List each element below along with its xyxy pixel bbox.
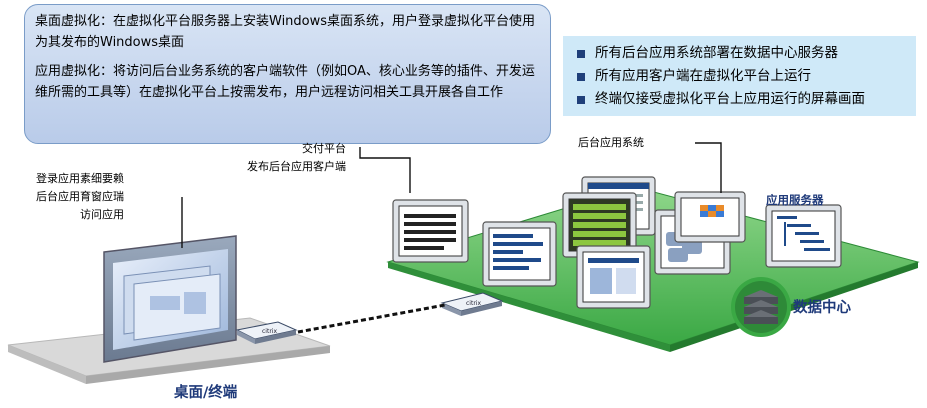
connection-line: [297, 303, 446, 334]
app-window-2: [482, 221, 557, 287]
pointer-lines: [181, 142, 722, 248]
bullet-item: 所有后台应用系统部署在数据中心服务器: [571, 42, 908, 65]
bullet-square-icon: [577, 72, 585, 81]
delivery-platform-label: 交付平台 发布后台应用客户端: [247, 142, 346, 173]
app-virtualization-text: 应用虚拟化：将访问后台业务系统的客户端软件（例如OA、核心业务等的插件、开发运维…: [35, 64, 535, 100]
svg-text:citrix: citrix: [466, 300, 481, 307]
app-window-6: [674, 191, 746, 243]
virtualization-callout: 桌面虚拟化：在虚拟化平台服务器上安装Windows桌面系统，用户登录虚拟化平台使…: [24, 4, 551, 144]
thin-client-device: citrix: [235, 321, 298, 344]
network-device: citrix: [440, 292, 504, 316]
bullet-square-icon: [577, 49, 585, 58]
summary-bullets: 所有后台应用系统部署在数据中心服务器 所有应用客户端在虚拟化平台上运行 终端仅接…: [563, 36, 916, 116]
backend-systems-label: 后台应用系统: [578, 136, 644, 149]
app-window-8: [576, 245, 651, 309]
svg-text:citrix: citrix: [262, 328, 277, 335]
bullet-item: 终端仅接受虚拟化平台上应用运行的屏幕画面: [571, 88, 908, 111]
desktop-terminal-label: 桌面/终端: [174, 385, 238, 401]
app-window-1: [392, 199, 469, 263]
bullet-item: 所有应用客户端在虚拟化平台上运行: [571, 65, 908, 88]
app-server-label: 应用服务器: [766, 193, 824, 207]
data-center-label: 数据中心: [793, 300, 851, 316]
app-window-7: [765, 204, 842, 268]
desktop-virtualization-text: 桌面虚拟化：在虚拟化平台服务器上安装Windows桌面系统，用户登录虚拟化平台使…: [35, 14, 536, 50]
bullet-square-icon: [577, 95, 585, 104]
server-stack-icon: [731, 277, 791, 337]
monitor-icon: [103, 235, 237, 363]
left-access-labels: 登录应用素细要赖 后台应用育窗应瑞 访问应用: [36, 172, 124, 221]
